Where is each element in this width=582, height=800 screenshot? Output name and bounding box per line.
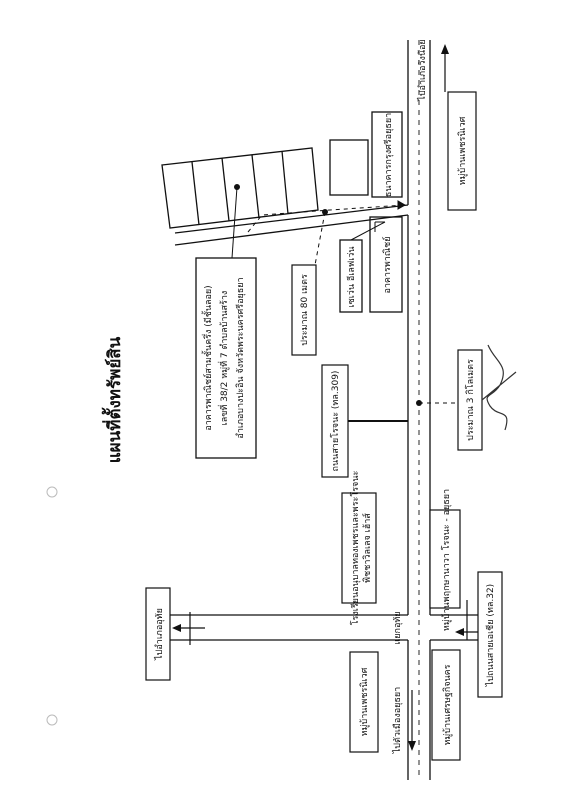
small-building	[329, 139, 369, 196]
arrow-to-highway-32	[455, 628, 478, 636]
commercial-box	[369, 216, 403, 313]
property-line1: อาคารพาณิชย์สามชั้นครึ่ง (มีชั้นลอย)	[201, 285, 214, 430]
school-label: โรงเรียนอนุบาลทองเพชรและพระโรจนะ	[350, 471, 361, 626]
soi-marker	[322, 209, 328, 215]
highway-32-label: ไปถนนสายเอเชีย (ทล.32)	[485, 584, 496, 687]
property-line2: เลขที่ 38/2 หมู่ที่ 7 ตำบลบ้านสร้าง	[217, 291, 230, 426]
to-uthai-label: ไปอำเภออุทัย	[154, 608, 165, 661]
village-pruksa-label: หมู่บ้านพฤกษานาวา โรจนะ - อยุธยา	[441, 489, 452, 631]
property-box	[195, 257, 257, 459]
village-setthakit-box	[431, 649, 461, 761]
punch-hole	[46, 714, 58, 726]
village-bottom-left-box	[349, 651, 379, 753]
distance-80m-marker	[247, 200, 407, 266]
map-title: แผนที่ตั้งทรัพย์สิน	[101, 336, 125, 463]
property-pointer	[231, 186, 238, 259]
highway-32-box	[477, 571, 503, 698]
road-309-box	[321, 364, 349, 478]
punch-hole	[46, 486, 58, 498]
school-box	[341, 492, 377, 604]
to-uthai-box	[145, 587, 171, 681]
shophouse-row	[161, 147, 319, 229]
commercial-label: อาคารพาณิชย์	[381, 236, 393, 293]
seven-eleven-label: เซเว่น อีเลฟเว่น	[346, 247, 357, 308]
intersection-label: แยกอุทัย	[393, 611, 403, 644]
pitcha-label: พิชชาวิลเลจ เฮ้าส์	[361, 513, 373, 583]
village-phet-niwet-box	[447, 91, 477, 211]
to-ayutthaya-label: ไปตัวเมืองอยุธยา	[392, 687, 403, 754]
road-309-label: ถนนสายโรจนะ (ทล.309)	[330, 371, 341, 472]
village-setthakit-label: หมู่บ้านเศรษฐกิจนคร	[442, 664, 453, 745]
distance-80m-label: ประมาณ 80 เมตร	[300, 274, 310, 346]
bank-box	[371, 111, 403, 198]
side-street	[174, 204, 409, 246]
property-line3: อำเภอบางปะอิน จังหวัดพระนครศรีอยุธยา	[235, 277, 246, 438]
arrow-to-ayutthaya	[408, 690, 416, 751]
arrow-to-wang-noi	[441, 44, 449, 92]
to-wang-noi-label: ไปอำเภอวังน้อย	[417, 39, 428, 101]
main-road-309	[407, 40, 431, 780]
village-pruksa-box	[429, 509, 461, 609]
distance-80m-box	[291, 264, 317, 356]
signature	[481, 344, 517, 431]
arrow-to-uthai	[172, 612, 205, 645]
distance-3km-label: ประมาณ 3 กิโลเมตร	[465, 359, 476, 441]
village-bottom-left-label: หมู่บ้านเพชรนิเวศ	[359, 667, 370, 736]
crossroad-32	[150, 614, 480, 641]
village-phet-niwet-label: หมู่บ้านเพชรนิเวศ	[457, 116, 468, 185]
bank-label: ธนาคารกรุงศรีอยุธยา	[383, 113, 394, 197]
